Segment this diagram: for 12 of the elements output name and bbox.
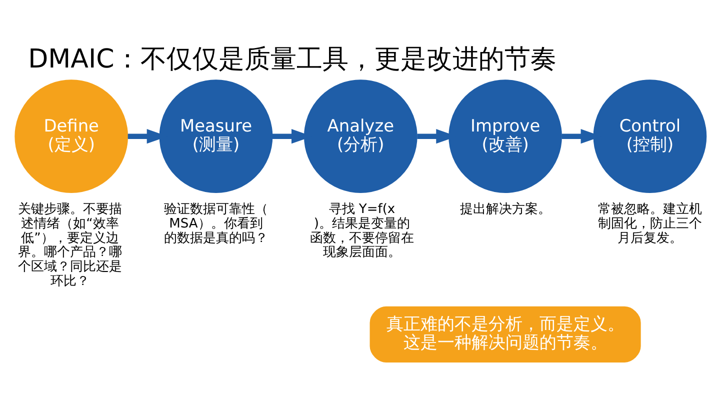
- node-label: 寻找 Y=f(x)。结果是变量的函数，不要停留在现象层面面。: [310, 202, 414, 260]
- node-circle: Control (控制): [593, 79, 707, 193]
- node-label: 常被忽略。建立机制固化，防止三个月后复发。: [598, 202, 702, 246]
- node-circle: Analyze (分析): [304, 79, 418, 193]
- node-label: 验证数据可靠性（MSA）。你看到的数据是真的吗？: [164, 202, 268, 246]
- node-label: 提出解决方案。: [460, 202, 551, 217]
- node-box: 真正难的不是分析，而是定义。这是一种解决问题的节奏。: [370, 306, 641, 362]
- node-circle: Define (定义): [14, 79, 128, 193]
- diagram-title: DMAIC：不仅仅是质量工具，更是改进的节奏: [28, 44, 556, 74]
- node-circle: Improve (改善): [448, 79, 562, 193]
- node-circle: Measure (测量): [159, 79, 273, 193]
- node-label: 关键步骤。不要描述情绪（如“效率低”），要定义边界。哪个产品？哪个区域？同比还是环比？: [18, 202, 122, 288]
